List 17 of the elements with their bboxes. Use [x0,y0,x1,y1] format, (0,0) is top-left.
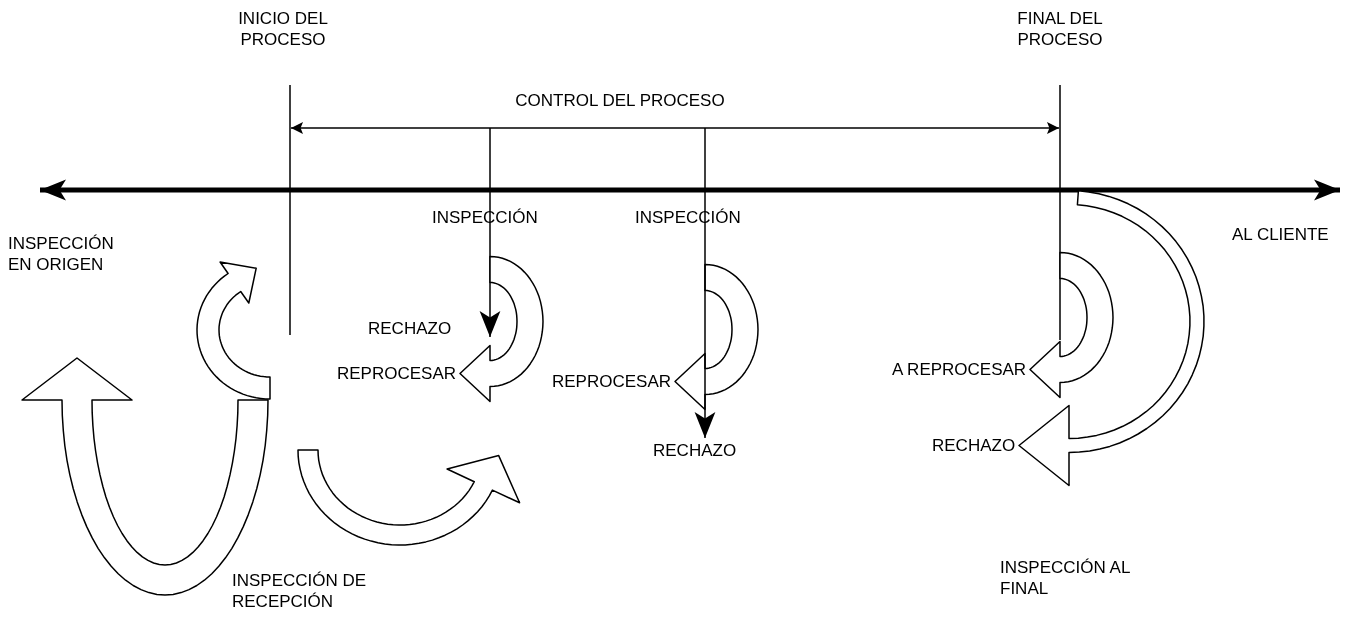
annotation-text: INSPECCIÓN AL FINAL [1000,557,1130,599]
annotation-text: FINAL DEL PROCESO [1016,8,1104,50]
curved-block-arrow [1029,251,1114,399]
edge-label-text: REPROCESAR [552,371,672,392]
curved-block-arrow [459,255,544,403]
annotation-text: INICIO DEL PROCESO [237,8,329,50]
annotation-text: INSPECCIÓN EN ORIGEN [8,233,115,275]
edge-label-text: RECHAZO [368,318,452,339]
annotation-text: AL CLIENTE [1232,224,1330,245]
edge-label-text: REPROCESAR [337,363,457,384]
edge-label-text: A REPROCESAR [892,359,1027,380]
edge-label-text: RECHAZO [653,440,737,461]
edge-label-text: RECHAZO [932,435,1016,456]
annotation-text: INSPECCIÓN DE RECEPCIÓN [232,570,368,612]
curved-block-arrow [674,263,759,411]
arrow [694,127,716,439]
annotation-text: CONTROL DEL PROCESO [514,90,726,111]
